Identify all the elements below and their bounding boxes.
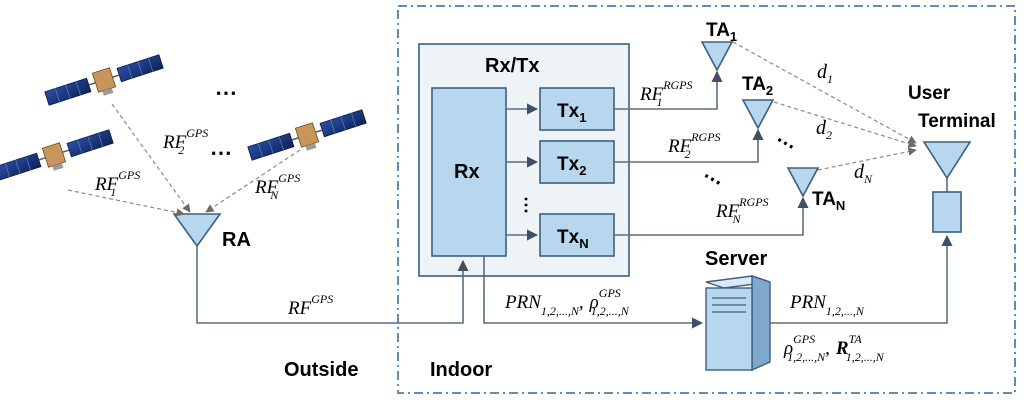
link-sat3-ra	[205, 149, 301, 213]
ra-antenna	[172, 213, 222, 248]
rx-box	[431, 87, 507, 257]
indoor-label: Indoor	[430, 359, 492, 381]
user-terminal-box	[932, 191, 962, 233]
wire-txn-tan	[614, 196, 809, 236]
rf-rgps-dots: ⋯	[698, 165, 726, 194]
d1-label: d1	[817, 61, 833, 86]
tan-label: TAN	[812, 189, 845, 213]
rx-tx-dots: ⋯	[516, 196, 536, 214]
dn-label: dN	[854, 161, 873, 186]
satellite-icon-3	[246, 106, 370, 169]
satellite-icon-1	[43, 51, 167, 114]
tan-antenna	[786, 167, 820, 198]
wire-server-user	[770, 234, 953, 324]
wire-tx2-ta2	[614, 128, 764, 163]
tx2-label: Tx2	[557, 154, 586, 178]
wire-ra-rx	[196, 246, 469, 324]
ta1-label: TA1	[706, 20, 737, 44]
outside-label: Outside	[284, 359, 358, 381]
d2-label: d2	[816, 117, 832, 142]
tx2-box	[539, 140, 615, 184]
txn-label: TxN	[557, 227, 589, 251]
txn-box	[539, 213, 615, 257]
rf-gps-label: RFGPS	[287, 292, 333, 319]
ta1-antenna	[700, 41, 734, 72]
link-sat1-ra	[111, 103, 191, 213]
link-ta2-user	[773, 101, 917, 148]
rx-label: Rx	[454, 161, 480, 183]
terminal-label: Terminal	[918, 111, 996, 132]
prn-out-label: PRN1,2,...,N	[789, 292, 865, 318]
ta-dots: ⋯	[771, 129, 799, 158]
sat-dots-top: ⋯	[215, 80, 237, 105]
sat-dots-mid: ⋯	[210, 140, 232, 165]
user-label: User	[908, 83, 951, 104]
server-label: Server	[705, 248, 767, 270]
tx1-label: Tx1	[557, 101, 586, 125]
link-sat2-ra	[67, 189, 185, 217]
wire-rx-server	[483, 256, 704, 329]
link-tan-user	[817, 147, 917, 171]
ta2-antenna	[741, 99, 775, 130]
rxtx-label: Rx/Tx	[485, 55, 539, 77]
user-antenna	[922, 141, 972, 180]
wire-tx1-ta1	[614, 70, 723, 110]
ra-label: RA	[222, 229, 251, 251]
server-icon	[705, 275, 771, 372]
ta2-label: TA2	[742, 74, 773, 98]
indoor-frame	[397, 5, 1016, 394]
